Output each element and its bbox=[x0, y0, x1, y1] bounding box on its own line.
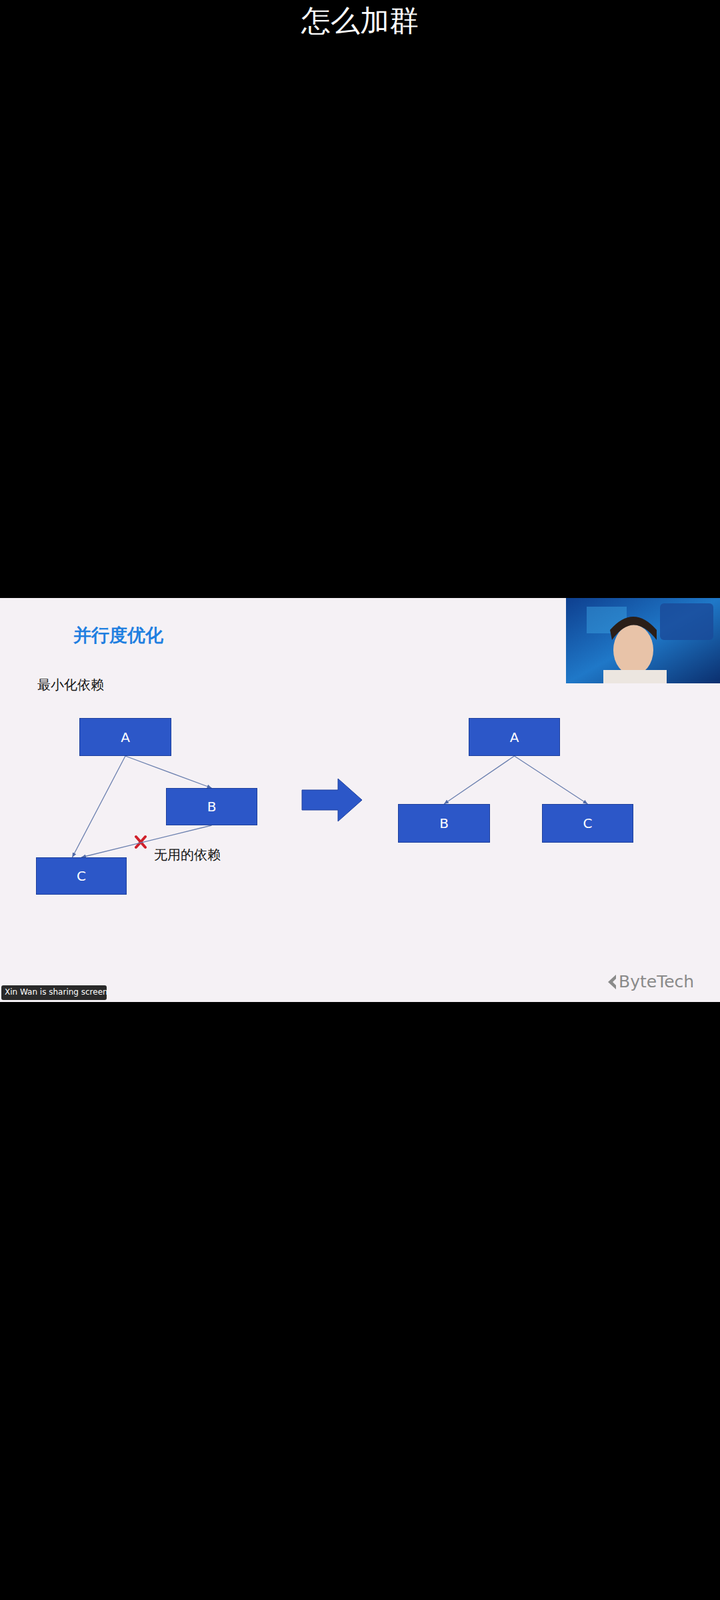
dependency-arrow bbox=[125, 756, 212, 788]
edge-label: 无用的依赖 bbox=[152, 846, 222, 864]
webcam-thumbnail bbox=[566, 598, 720, 684]
overlay-heading: 怎么加群 bbox=[0, 1, 720, 41]
dependency-arrow bbox=[444, 756, 515, 804]
process-box: B bbox=[398, 804, 490, 843]
process-box: C bbox=[542, 804, 634, 843]
box-label: B bbox=[439, 815, 449, 832]
dependency-arrow bbox=[514, 756, 588, 804]
big-arrow bbox=[302, 778, 362, 822]
share-status: Xin Wan is sharing screen bbox=[4, 987, 108, 997]
box-label: B bbox=[207, 798, 217, 815]
box-label: A bbox=[120, 729, 130, 746]
bytetech-logo-icon bbox=[608, 974, 616, 990]
slide-title: 并行度优化 bbox=[73, 623, 164, 648]
box-label: C bbox=[76, 868, 86, 884]
subtitle: 最小化依赖 bbox=[37, 676, 104, 694]
box-label: C bbox=[583, 815, 593, 832]
dependency-arrow bbox=[72, 756, 126, 858]
brand-logo: ByteTech bbox=[618, 972, 694, 992]
box-label: A bbox=[510, 729, 520, 746]
process-box: C bbox=[36, 857, 127, 895]
process-box: A bbox=[468, 718, 560, 756]
process-box: A bbox=[79, 718, 172, 756]
process-box: B bbox=[166, 788, 258, 826]
